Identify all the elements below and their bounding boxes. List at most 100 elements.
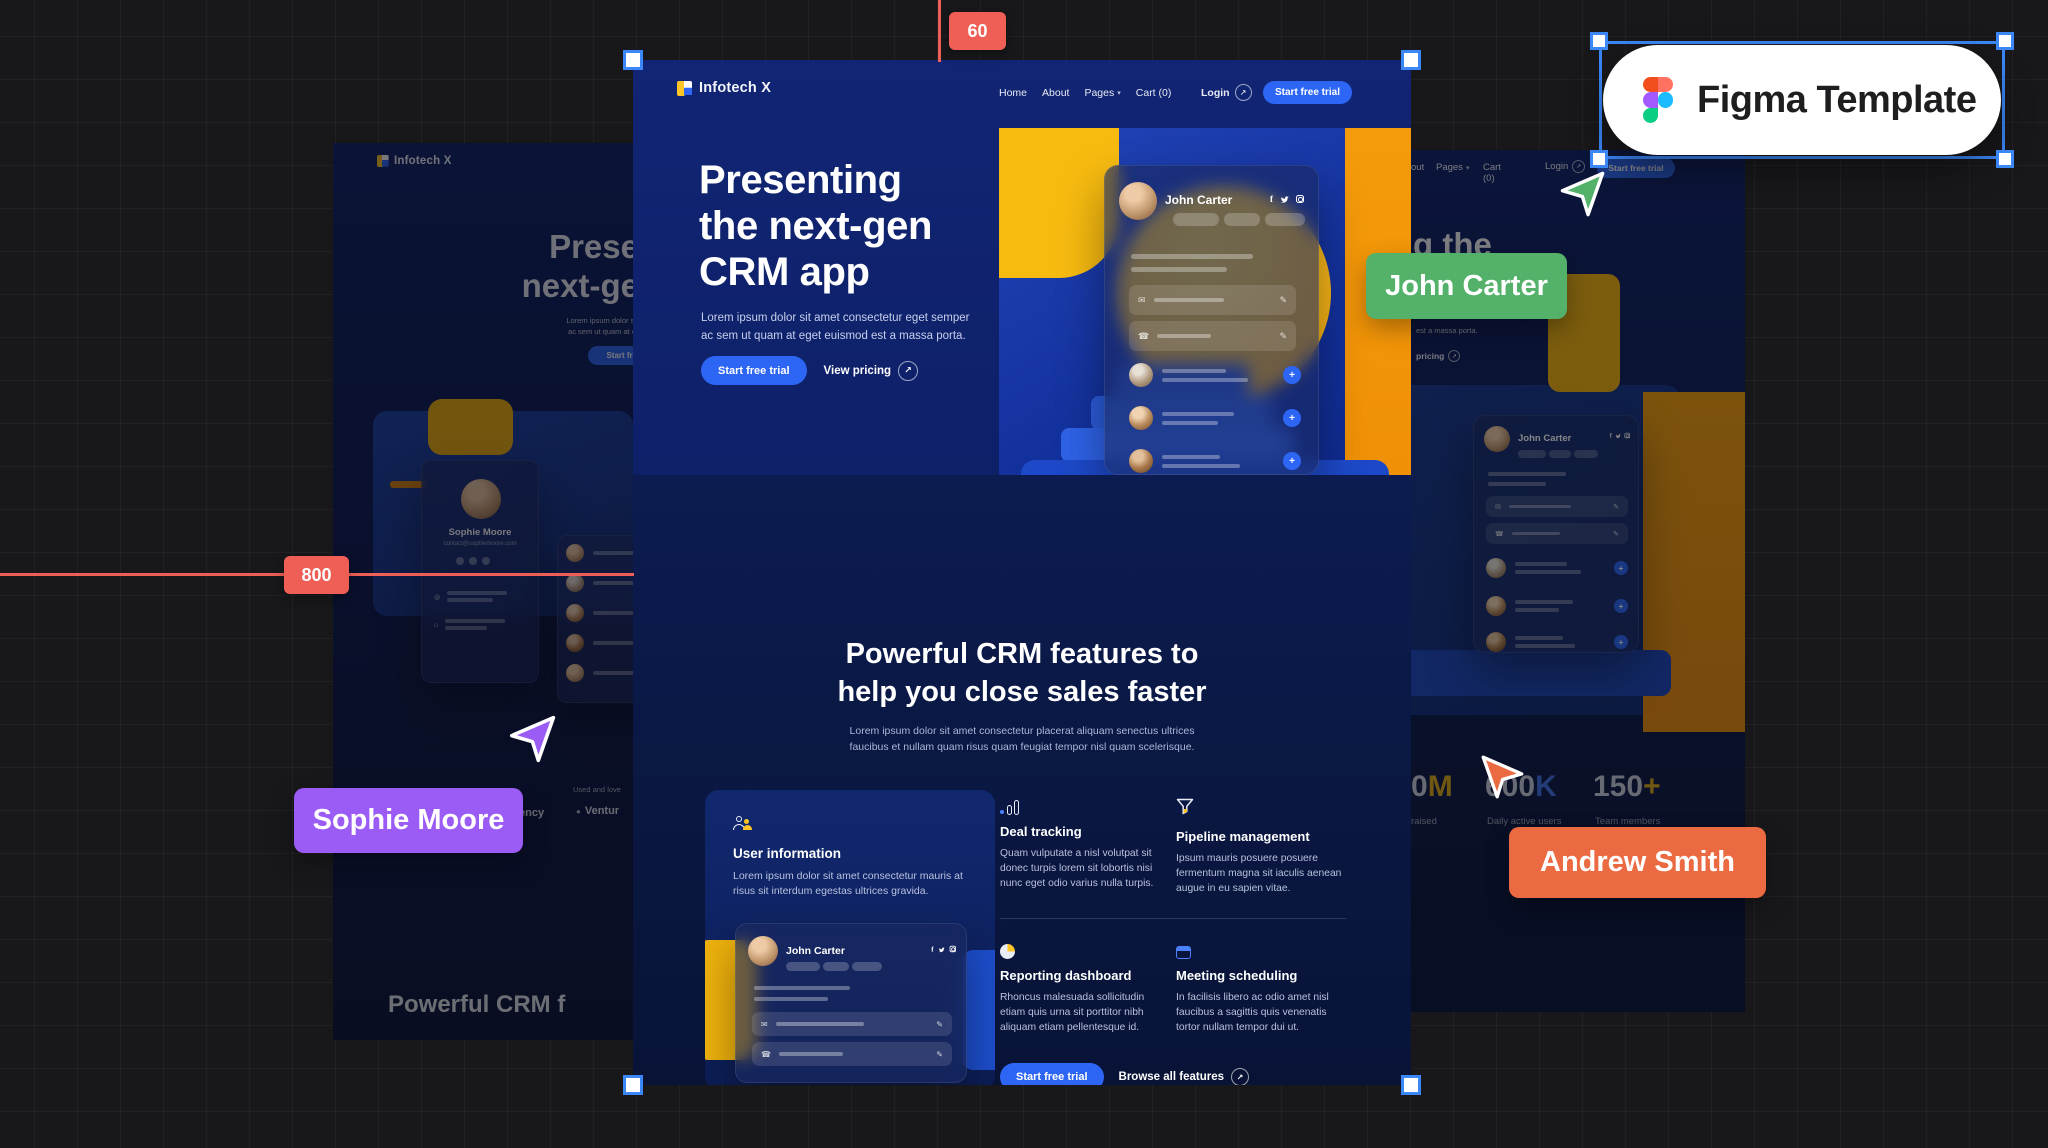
venture-logo-icon: ● [576, 806, 581, 816]
twitter-icon [938, 947, 945, 952]
instagram-icon [1624, 432, 1630, 439]
cursor-label-andrew-smith: Andrew Smith [1509, 827, 1766, 898]
view-pricing-fragment[interactable]: pricing ↗ [1416, 350, 1461, 362]
contact-row: + [1486, 558, 1628, 578]
feature-title: Pipeline management [1176, 829, 1310, 844]
selection-handle-bottom-right[interactable] [1401, 1075, 1421, 1095]
feature-pipeline-management[interactable]: Pipeline management Ipsum mauris posuere… [1176, 798, 1346, 896]
features-section: Powerful CRM features to help you close … [633, 475, 1411, 1085]
brand: Infotech X [377, 155, 452, 167]
badge-selection-outline [1599, 41, 2005, 159]
add-contact-button[interactable]: + [1614, 561, 1628, 575]
selection-handle-top-right[interactable] [1401, 50, 1421, 70]
contact-roster[interactable] [557, 535, 633, 703]
add-contact-button[interactable]: + [1283, 366, 1301, 384]
add-contact-button[interactable]: + [1283, 452, 1301, 470]
pencil-icon: ✎ [936, 1049, 943, 1059]
nav-home[interactable]: Home [999, 87, 1028, 99]
start-free-trial-button[interactable]: Start free [588, 346, 633, 365]
nav-pages[interactable]: Pages▾ [1084, 87, 1121, 99]
cursor-label-sophie-moore: Sophie Moore [294, 788, 523, 853]
feature-title: Reporting dashboard [1000, 968, 1132, 983]
start-free-trial-button[interactable]: Start free trial [701, 356, 807, 385]
avatar [1119, 182, 1157, 220]
feature-text: Quam vulputate a nisl volutpat sit donec… [1000, 848, 1154, 889]
pencil-icon: ✎ [936, 1019, 943, 1029]
section-title-fragment: Powerful CRM f [388, 991, 566, 1018]
contact-row: + [1129, 449, 1301, 473]
feature-meeting-scheduling[interactable]: Meeting scheduling In facilisis libero a… [1176, 943, 1346, 1035]
bar-chart-icon [1000, 798, 1019, 815]
email-field: ✉ ✎ [1486, 496, 1628, 517]
selection-handle-top-left[interactable] [623, 50, 643, 70]
avatar [748, 936, 778, 966]
profile-card-john[interactable]: John Carter f ✉ ✎ [735, 923, 967, 1083]
feature-deal-tracking[interactable]: Deal tracking Quam vulputate a nisl volu… [1000, 798, 1162, 891]
feature-card-user-information[interactable]: User information Lorem ipsum dolor sit a… [705, 790, 995, 1085]
view-pricing-link[interactable]: View pricing ↗ [824, 360, 919, 381]
feature-title: Meeting scheduling [1176, 968, 1298, 983]
tag-pills [1518, 450, 1598, 458]
profile-card-john[interactable]: John Carter f ✉ ✎ ☎ [1104, 165, 1319, 475]
hero-section: Infotech X Home About Pages▾ Cart (0) Lo… [633, 60, 1411, 510]
browse-all-features-link[interactable]: Browse all features ↗ [1119, 1068, 1249, 1085]
twitter-icon [1615, 433, 1621, 438]
feature-text: Lorem ipsum dolor sit amet consectetur m… [733, 870, 963, 897]
social-icons: f [1270, 194, 1304, 204]
arrow-up-right-icon: ↗ [1448, 350, 1461, 362]
decor-blue-shape [963, 950, 995, 1070]
badge-handle-top-right[interactable] [1996, 32, 2014, 50]
start-free-trial-button[interactable]: Start free trial [1597, 158, 1675, 178]
start-free-trial-button[interactable]: Start free trial [1263, 81, 1353, 104]
instagram-icon [949, 945, 956, 953]
profile-card-sophie[interactable]: Sophie Moore contact@sophiemoore.com ◎ ⌂ [421, 460, 539, 683]
brand-name: Infotech X [699, 80, 772, 96]
pencil-icon: ✎ [1613, 530, 1619, 538]
nav-links: Home About Pages▾ Cart (0) [999, 87, 1171, 99]
stat-label: raised [1411, 816, 1437, 827]
cursor-label-john-carter: John Carter [1366, 253, 1567, 319]
add-contact-button[interactable]: + [1614, 635, 1628, 649]
figma-template-badge[interactable]: Figma Template [1603, 45, 2001, 155]
hero-title-fragment: Prese next-ge [521, 228, 633, 304]
social-icons: f [931, 945, 956, 953]
calendar-icon [1176, 946, 1191, 959]
badge-handle-bottom-left[interactable] [1590, 150, 1608, 168]
nav-pages[interactable]: Pages▾ [1436, 162, 1470, 173]
hero-subtitle-fragment: est a massa porta. [1416, 326, 1478, 335]
home-icon: ⌂ [434, 621, 439, 629]
profile-card-john[interactable]: John Carter f ✉ ✎ ☎ ✎ [1473, 415, 1639, 653]
envelope-icon: ✉ [761, 1019, 768, 1029]
nav-cart[interactable]: Cart (0) [1135, 87, 1172, 99]
nav-login[interactable]: Login ↗ [1201, 84, 1252, 101]
funnel-icon [1176, 798, 1194, 815]
selection-handle-bottom-left[interactable] [623, 1075, 643, 1095]
badge-handle-top-left[interactable] [1590, 32, 1608, 50]
profile-name: John Carter [1518, 433, 1572, 444]
measure-badge-top: 60 [949, 12, 1006, 50]
add-contact-button[interactable]: + [1283, 409, 1301, 427]
users-icon [733, 816, 752, 833]
contact-row: + [1129, 406, 1301, 430]
feature-reporting-dashboard[interactable]: Reporting dashboard Rhoncus malesuada so… [1000, 943, 1162, 1035]
badge-handle-bottom-right[interactable] [1996, 150, 2014, 168]
frame-landing-left[interactable]: Infotech X Prese next-ge Lorem ipsum dol… [333, 143, 633, 1040]
dots-menu [456, 557, 490, 565]
phone-icon: ☎ [1138, 330, 1150, 341]
pencil-icon: ✎ [1279, 294, 1287, 305]
add-contact-button[interactable]: + [1614, 599, 1628, 613]
stat-team: 150+ [1593, 770, 1661, 803]
nav-about[interactable]: About [1042, 87, 1070, 99]
envelope-icon: ✉ [1495, 503, 1501, 511]
profile-name: Sophie Moore [448, 527, 512, 538]
nav-cart[interactable]: Cart (0) [1483, 162, 1501, 184]
start-free-trial-button[interactable]: Start free trial [1000, 1063, 1104, 1085]
features-title: Powerful CRM features to help you close … [837, 638, 1207, 708]
hero-title: Presenting the next-gen CRM app [699, 158, 932, 294]
frame-landing-main[interactable]: Infotech X Home About Pages▾ Cart (0) Lo… [633, 60, 1411, 1085]
brand[interactable]: Infotech X [677, 80, 771, 96]
tag-pills [786, 962, 882, 971]
feature-title: User information [733, 846, 842, 861]
phone-icon: ☎ [1495, 530, 1504, 538]
profile-email: contact@sophiemoore.com [443, 541, 517, 547]
